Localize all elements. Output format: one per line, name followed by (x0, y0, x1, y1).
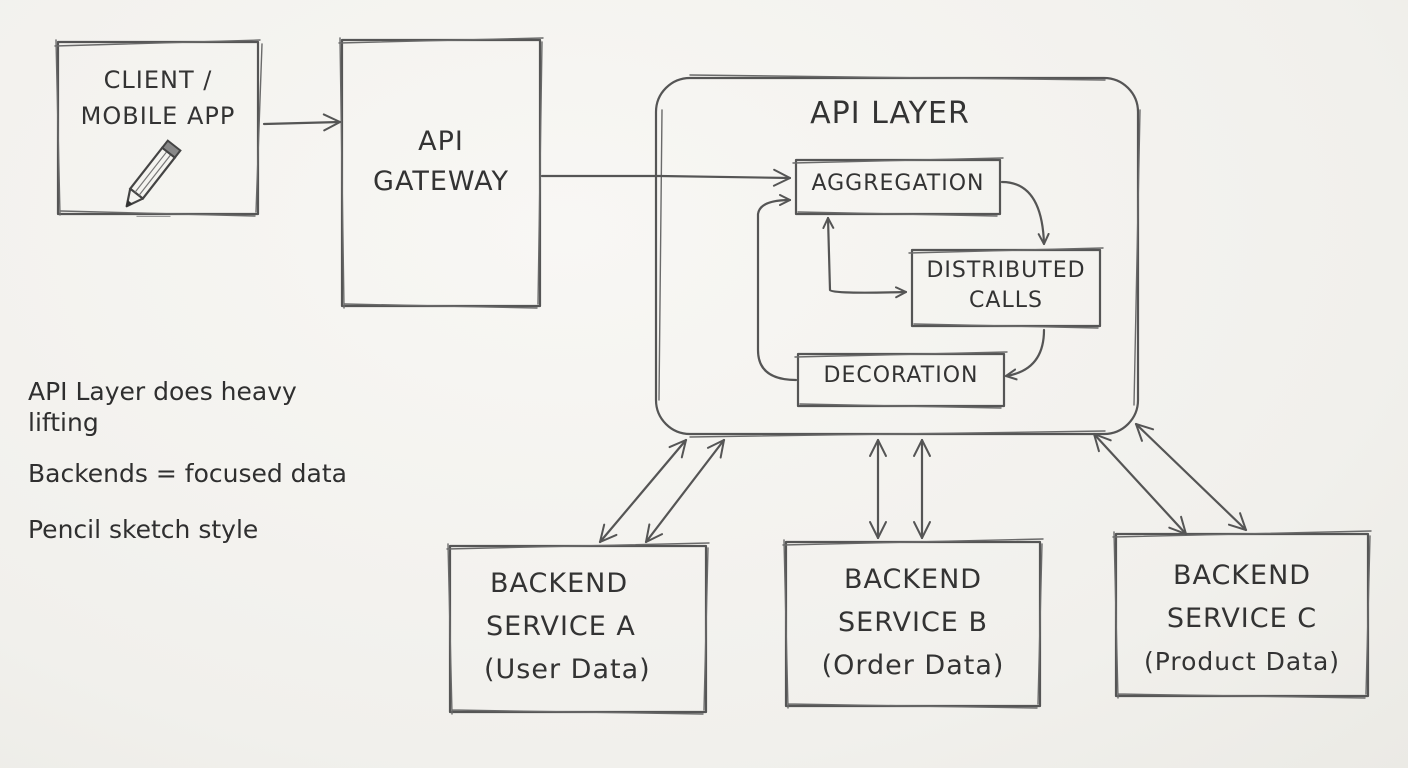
client-label-line1: CLIENT / (103, 66, 213, 94)
client-label: CLIENT / MOBILE APP (62, 62, 254, 134)
arrow-aggregation-to-distributed (1000, 180, 1050, 246)
backend-a-line2: SERVICE A (486, 611, 636, 642)
backend-b-line1: BACKEND (843, 564, 983, 595)
pencil-icon (125, 139, 182, 218)
backend-c-box (1112, 530, 1372, 699)
note-heavy-lifting-line2: lifting (28, 408, 99, 438)
backend-c-label: BACKEND SERVICE C (Product Data) (1120, 554, 1364, 683)
backend-b-label: BACKEND SERVICE B (Order Data) (790, 558, 1036, 687)
arrow-distributed-to-decoration (1004, 328, 1046, 381)
note-heavy-lifting-line1: API Layer does heavy (28, 377, 297, 406)
distributed-calls-label: DISTRIBUTED CALLS (912, 256, 1100, 316)
api-gateway-box (338, 37, 544, 309)
backend-a-label: BACKEND SERVICE A (User Data) (462, 562, 708, 691)
gateway-label-line1: API (418, 126, 464, 157)
gateway-label: API GATEWAY (346, 122, 536, 202)
gateway-label-line2: GATEWAY (373, 166, 509, 197)
backend-c-line2: SERVICE C (1166, 603, 1318, 634)
arrow-client-to-gateway (262, 113, 342, 132)
backend-c-line1: BACKEND (1172, 560, 1312, 591)
backend-a-line3: (User Data) (484, 654, 651, 685)
arrow-api-to-backend-c (1092, 422, 1248, 536)
backend-a-line1: BACKEND (490, 568, 629, 599)
arrow-distributed-to-aggregation (822, 216, 908, 299)
note-focused-data: Backends = focused data (28, 459, 347, 488)
distributed-calls-line2: CALLS (969, 288, 1043, 313)
note-pencil-style: Pencil sketch style (28, 515, 259, 544)
aggregation-box (792, 157, 1004, 217)
arrow-decoration-to-aggregation (756, 194, 798, 382)
backend-a-box (446, 542, 710, 715)
distributed-calls-box (908, 247, 1104, 329)
distributed-calls-line1: DISTRIBUTED (926, 258, 1086, 283)
aggregation-label: AGGREGATION (811, 171, 985, 196)
backend-c-line3: (Product Data) (1143, 647, 1341, 676)
client-label-line2: MOBILE APP (80, 102, 236, 130)
backend-b-line2: SERVICE B (838, 607, 988, 638)
decoration-label: DECORATION (823, 363, 979, 388)
note-heavy-lifting: API Layer does heavy lifting (28, 376, 297, 439)
api-layer-title: API LAYER (810, 96, 970, 131)
decoration-box (794, 351, 1008, 409)
backend-b-line3: (Order Data) (821, 650, 1005, 681)
arrow-api-to-backend-a (598, 438, 726, 544)
backend-b-box (782, 538, 1044, 709)
api-layer-container (654, 74, 1141, 438)
arrow-gateway-to-aggregation (540, 168, 792, 187)
client-box (54, 39, 263, 217)
arrow-api-to-backend-b (869, 438, 931, 540)
